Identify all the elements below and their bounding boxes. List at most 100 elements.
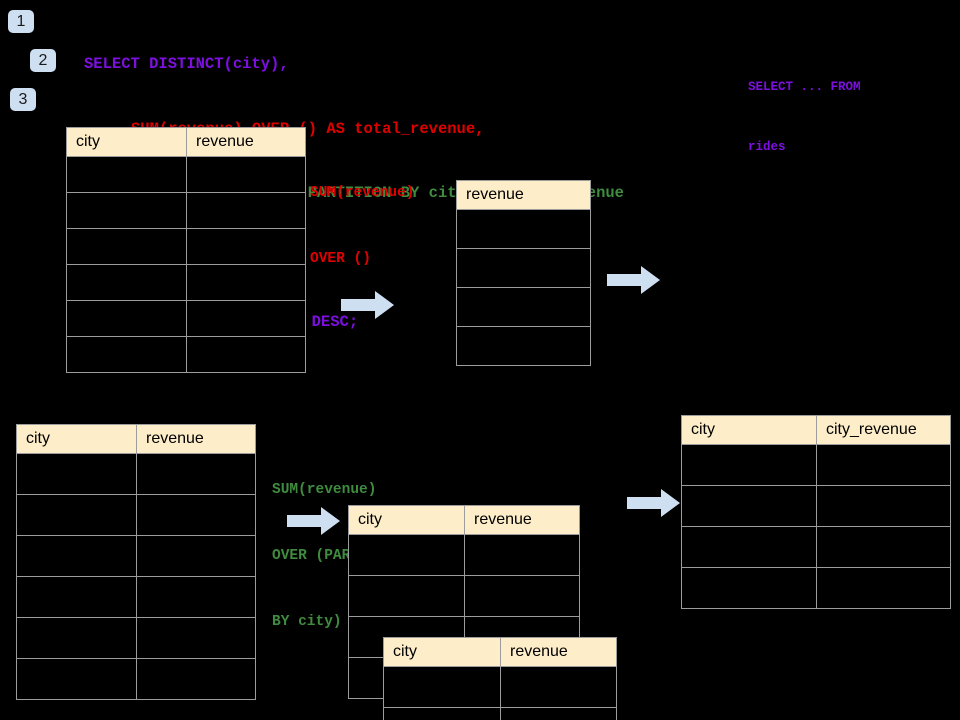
column-header-city: city <box>681 415 817 445</box>
column-header-revenue: revenue <box>186 127 306 157</box>
cell-city <box>16 535 137 577</box>
table-partition-front: city revenue <box>383 637 617 720</box>
cell-city <box>66 228 187 265</box>
table-row <box>66 336 306 373</box>
annotation-sum-over-empty-line-1: SUM(revenue) <box>310 185 415 201</box>
table-row <box>348 534 580 576</box>
table-row <box>66 228 306 265</box>
annotation-select-from-rides: SELECT ... FROM rides <box>748 37 861 197</box>
step-badge-1[interactable]: 1 <box>8 10 34 33</box>
cell-revenue <box>500 666 617 708</box>
table-row <box>16 576 256 618</box>
cell-revenue <box>136 535 256 577</box>
table-header-row: city revenue <box>383 637 617 667</box>
cell-revenue <box>136 453 256 495</box>
cell-city <box>16 453 137 495</box>
column-header-revenue: revenue <box>464 505 580 535</box>
cell-revenue <box>136 617 256 659</box>
cell-city <box>16 494 137 536</box>
column-header-city: city <box>66 127 187 157</box>
cell-revenue <box>456 209 591 249</box>
table-row <box>383 707 617 720</box>
cell-revenue <box>136 658 256 700</box>
column-header-city: city <box>16 424 137 454</box>
annotation-sum-over-partition-line-1: SUM(revenue) <box>272 482 377 498</box>
table-row <box>456 248 591 288</box>
cell-revenue <box>186 264 306 301</box>
table-row <box>681 444 951 486</box>
cell-revenue <box>136 494 256 536</box>
table-row <box>16 658 256 700</box>
table-row <box>681 526 951 568</box>
column-header-revenue: revenue <box>456 180 591 210</box>
annotation-sum-over-partition-line-3: BY city) <box>272 614 342 630</box>
column-header-city: city <box>383 637 501 667</box>
cell-city <box>66 192 187 229</box>
table-row <box>16 617 256 659</box>
table-body <box>66 156 306 373</box>
annotation-sum-over-empty: SUM(revenue) OVER () <box>310 138 414 314</box>
arrow-top-2 <box>607 266 660 294</box>
cell-city-revenue <box>816 526 951 568</box>
cell-revenue <box>186 300 306 337</box>
table-row <box>456 326 591 366</box>
cell-revenue <box>456 326 591 366</box>
cell-revenue <box>456 287 591 327</box>
cell-city <box>66 336 187 373</box>
table-header-row: city revenue <box>348 505 580 535</box>
cell-revenue <box>186 228 306 265</box>
table-city-revenue-result: city city_revenue <box>681 415 951 609</box>
cell-revenue <box>186 156 306 193</box>
cell-city <box>681 485 817 527</box>
cell-city <box>383 666 501 708</box>
table-header-row: revenue <box>456 180 591 210</box>
cell-revenue <box>136 576 256 618</box>
cell-city <box>16 658 137 700</box>
column-header-revenue: revenue <box>500 637 617 667</box>
table-body <box>16 453 256 700</box>
cell-city <box>348 575 465 617</box>
annotation-sum-over-empty-line-2: OVER () <box>310 251 371 267</box>
cell-revenue <box>186 192 306 229</box>
table-row <box>681 567 951 609</box>
cell-city <box>16 617 137 659</box>
sql-line-select: SELECT DISTINCT(city), <box>84 55 289 73</box>
table-row <box>383 666 617 708</box>
cell-city <box>681 444 817 486</box>
table-header-row: city revenue <box>16 424 256 454</box>
arrow-bottom-2 <box>627 489 680 517</box>
cell-revenue <box>464 534 580 576</box>
table-body <box>383 666 617 720</box>
step-badge-2[interactable]: 2 <box>30 49 56 72</box>
table-row <box>456 287 591 327</box>
cell-city <box>681 567 817 609</box>
cell-city-revenue <box>816 444 951 486</box>
table-body <box>456 209 591 366</box>
column-header-revenue: revenue <box>136 424 256 454</box>
arrow-top-1 <box>341 291 394 319</box>
column-header-city: city <box>348 505 465 535</box>
table-row <box>16 535 256 577</box>
cell-city <box>681 526 817 568</box>
cell-city-revenue <box>816 485 951 527</box>
table-row <box>66 192 306 229</box>
table-total-revenue: revenue <box>456 180 591 366</box>
table-body <box>681 444 951 609</box>
table-row <box>66 156 306 193</box>
cell-city <box>66 300 187 337</box>
table-rides-source-top: city revenue <box>66 127 306 373</box>
arrow-bottom-1 <box>287 507 340 535</box>
cell-city <box>348 534 465 576</box>
table-row <box>66 264 306 301</box>
cell-city <box>66 264 187 301</box>
cell-revenue <box>500 707 617 720</box>
step-badge-3[interactable]: 3 <box>10 88 36 111</box>
cell-revenue <box>456 248 591 288</box>
cell-revenue <box>464 575 580 617</box>
cell-city <box>16 576 137 618</box>
column-header-city-revenue: city_revenue <box>816 415 951 445</box>
table-row <box>348 575 580 617</box>
annotation-select-from-rides-line-1: SELECT ... FROM <box>748 80 861 94</box>
cell-revenue <box>186 336 306 373</box>
